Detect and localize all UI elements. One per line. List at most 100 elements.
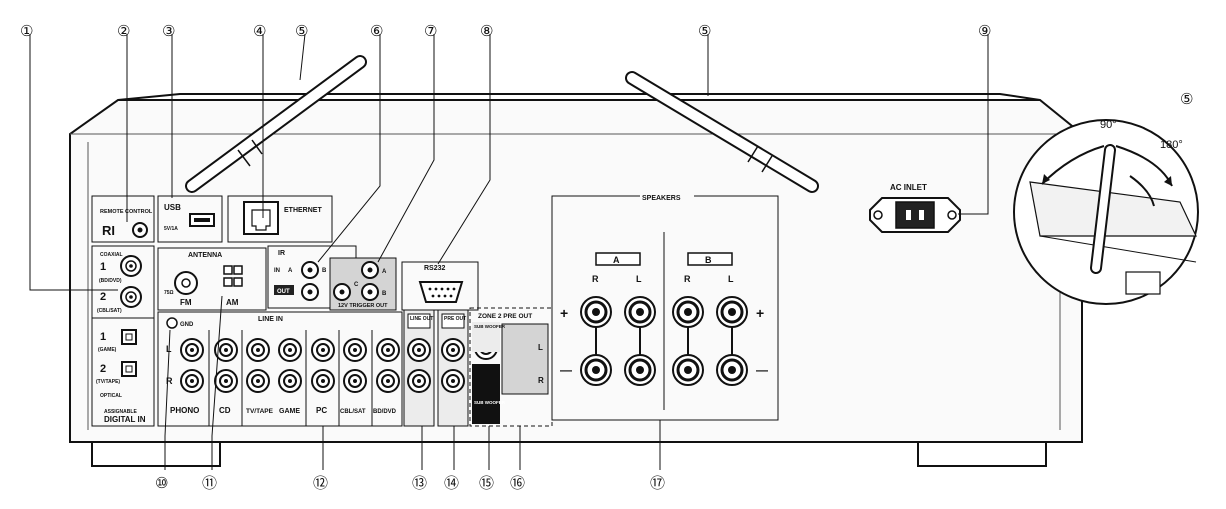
- coax1-sub: (BD/DVD): [99, 278, 122, 284]
- zone-r-label: R: [538, 376, 544, 385]
- ir-in-label: IN: [274, 268, 280, 274]
- spk-minus-left: —: [560, 363, 572, 377]
- spk-plus-left: +: [560, 305, 568, 321]
- ethernet-port: [243, 201, 279, 235]
- ir-b-label: B: [322, 268, 327, 274]
- line-out-box: [403, 309, 435, 427]
- coax2-label: 2: [100, 291, 106, 303]
- ac-inlet-socket: [895, 201, 935, 229]
- pc-label: PC: [316, 406, 327, 415]
- optical2-jack: [121, 361, 137, 377]
- line-out-r-jack: [407, 369, 431, 393]
- angle-180-label: 180°: [1160, 139, 1183, 151]
- ir-label: IR: [278, 250, 285, 257]
- opt1-label: 1: [100, 331, 106, 343]
- callout-14: ⑭: [444, 474, 459, 492]
- spk-b-r-label: R: [684, 274, 691, 284]
- speakers-label: SPEAKERS: [642, 195, 681, 202]
- tv-tape-label: TV/TAPE: [246, 408, 274, 415]
- phono-label: PHONO: [170, 406, 199, 415]
- rs232-label: RS232: [424, 265, 446, 272]
- usb-box: [157, 195, 223, 243]
- tv-tape-l-jack: [246, 338, 270, 362]
- game-label: GAME: [279, 408, 300, 415]
- pre-out-r-jack: [441, 369, 465, 393]
- pre-out-label: PRE OUT: [444, 316, 466, 322]
- row-r-label: R: [166, 376, 173, 386]
- remote-control-label: REMOTE CONTROL: [100, 209, 153, 215]
- assignable-label: ASSIGNABLE: [104, 409, 137, 415]
- angle-90-label: 90°: [1100, 119, 1117, 131]
- spk-a-l-label: L: [636, 274, 642, 284]
- cbl-sat-r-jack: [343, 369, 367, 393]
- phono-r-jack: [180, 369, 204, 393]
- spk-b-label: B: [705, 255, 712, 265]
- opt2-label: 2: [100, 363, 106, 375]
- fm-sub: 75Ω: [164, 290, 174, 296]
- ac-inlet-label: AC INLET: [890, 183, 927, 192]
- line-in-jacks: [180, 338, 400, 393]
- gnd-terminal: [166, 317, 178, 329]
- speaker-posts: [580, 296, 748, 386]
- coax1-label: 1: [100, 261, 106, 273]
- usb-sub: 5V/1A: [164, 226, 178, 232]
- pc-r-jack: [311, 369, 335, 393]
- ethernet-box: [227, 195, 333, 243]
- ri-box: [91, 195, 155, 243]
- zone2-label: ZONE 2 PRE OUT: [478, 313, 532, 320]
- bd-dvd-l-jack: [376, 338, 400, 362]
- spk-b-l-label: L: [728, 274, 734, 284]
- callout-9: ⑨: [978, 22, 991, 40]
- spk-a-r-minus-post: [580, 354, 612, 386]
- game-r-jack: [278, 369, 302, 393]
- opt1-sub: (GAME): [98, 347, 117, 353]
- ir-out-badge: [274, 285, 294, 295]
- spk-a-l-minus-post: [624, 354, 656, 386]
- antenna-label: ANTENNA: [188, 252, 222, 259]
- angle-detail-chassis: [1029, 181, 1197, 237]
- fm-jack: [174, 271, 198, 295]
- bd-dvd-r-jack: [376, 369, 400, 393]
- coax2-sub: (CBL/SAT): [97, 308, 122, 314]
- spk-a-r-label: R: [592, 274, 599, 284]
- tv-tape-r-jack: [246, 369, 270, 393]
- ir-a-label: A: [288, 268, 293, 274]
- callout-7: ⑦: [424, 22, 437, 40]
- spk-minus-right: —: [756, 363, 768, 377]
- spk-b-l-minus-post: [716, 354, 748, 386]
- opt2-sub: (TV/TAPE): [96, 379, 120, 385]
- callout-2: ②: [117, 22, 130, 40]
- callout-5c: ⑤: [1180, 90, 1193, 108]
- foot-right: [917, 441, 1047, 467]
- ac-screw-right: [947, 210, 957, 220]
- spk-b-l-plus-post: [716, 296, 748, 328]
- cd-label: CD: [219, 406, 231, 415]
- digital-in-box: [91, 245, 155, 427]
- digital-in-label: DIGITAL IN: [104, 415, 146, 424]
- callout-5b: ⑤: [698, 22, 711, 40]
- callout-3: ③: [162, 22, 175, 40]
- game-l-jack: [278, 338, 302, 362]
- angle-detail-inlet: [1125, 271, 1161, 295]
- trigger-label: 12V TRIGGER OUT: [338, 303, 388, 309]
- subwoofer-label: SUB WOOFER: [474, 400, 506, 405]
- callout-16: ⑯: [510, 474, 525, 492]
- line-in-label: LINE IN: [258, 316, 283, 323]
- callout-8: ⑧: [480, 22, 493, 40]
- subwoofer-badge: [472, 364, 500, 424]
- ri-label: RI: [102, 223, 115, 238]
- ac-screw-left: [873, 210, 883, 220]
- coaxial-label: COAXIAL: [100, 252, 123, 258]
- pc-l-jack: [311, 338, 335, 362]
- callout-5a: ⑤: [295, 22, 308, 40]
- optical-label: OPTICAL: [100, 393, 122, 399]
- rs232-port: [418, 281, 464, 303]
- cbl-sat-l-jack: [343, 338, 367, 362]
- spk-a-badge: [595, 252, 641, 266]
- callout-4: ④: [253, 22, 266, 40]
- ir-out-label: OUT: [277, 289, 290, 295]
- callout-1: ①: [20, 22, 33, 40]
- gnd-label: GND: [180, 322, 194, 328]
